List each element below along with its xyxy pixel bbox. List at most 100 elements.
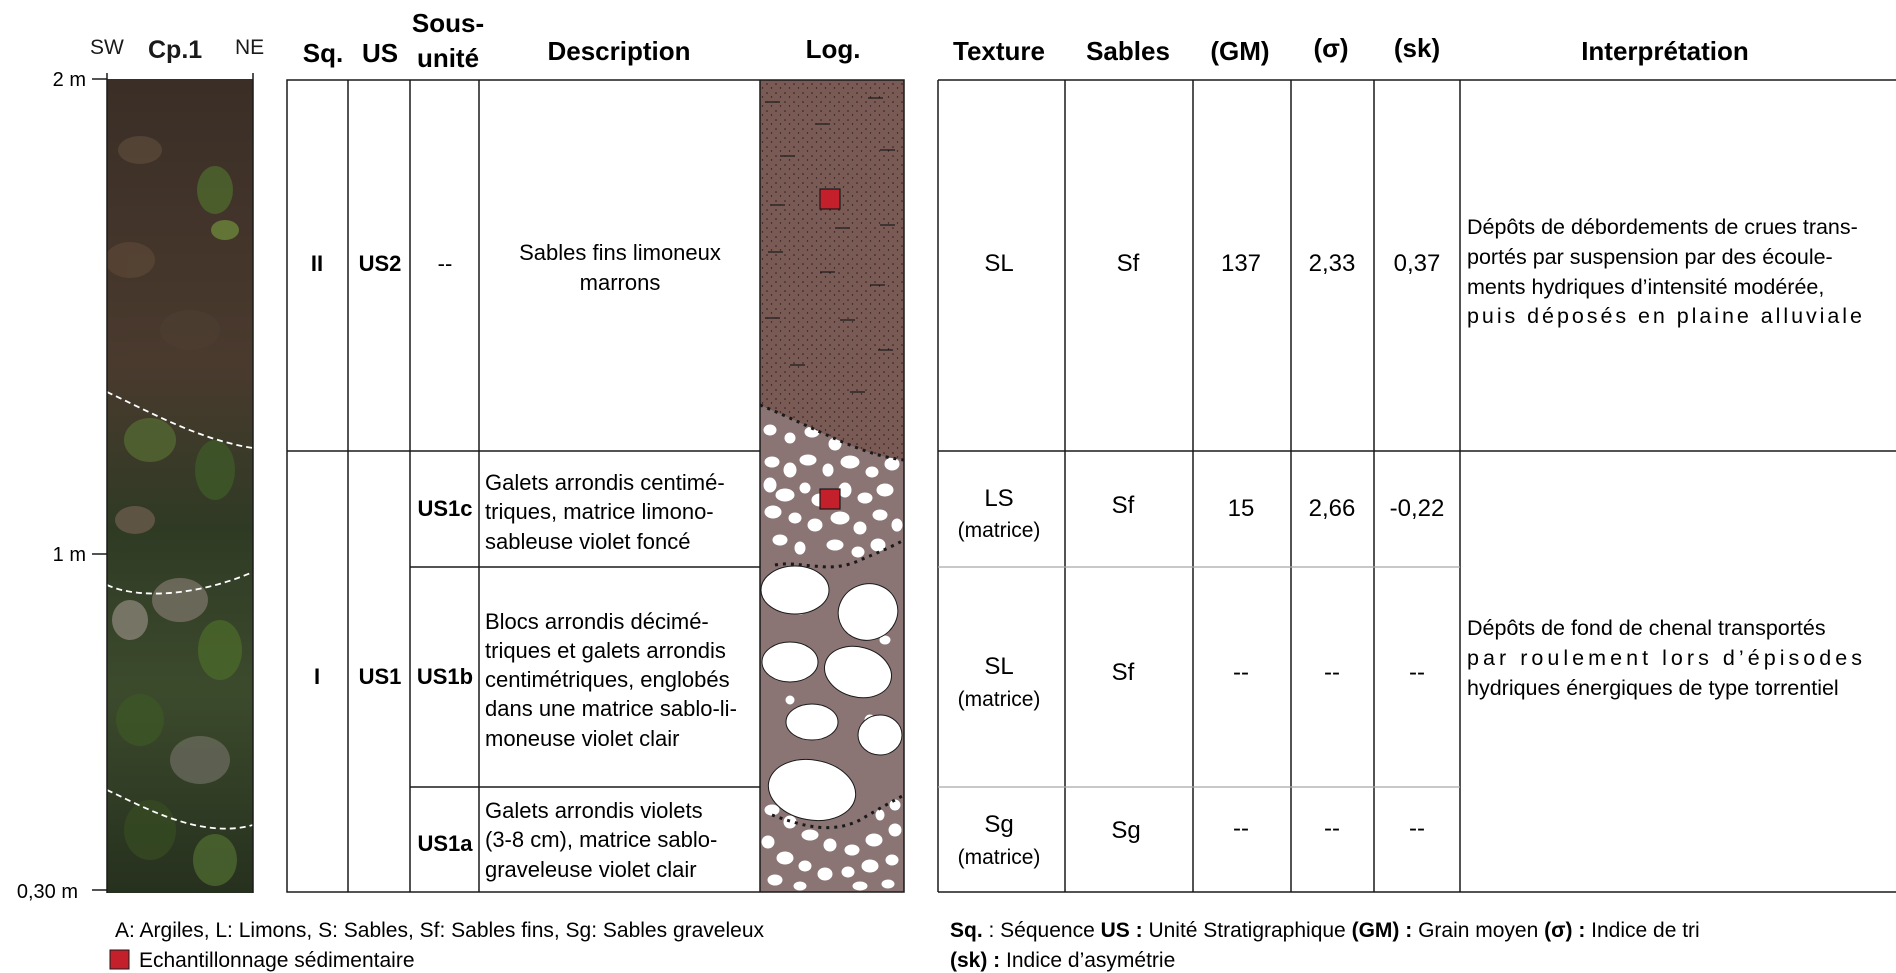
photo-column: SW Cp.1 NE [17, 36, 264, 903]
desc-us1a-line-1: Galets arrondis violets [485, 798, 703, 823]
field-photo [107, 79, 253, 893]
cell-sous-unite-upper: -- [438, 251, 453, 276]
row1-texture: SL [984, 250, 1013, 277]
row1-sables: Sf [1117, 250, 1140, 277]
legend-key-gm: (GM) : [1352, 919, 1413, 942]
row1-sk: 0,37 [1394, 250, 1441, 277]
header-gm: (GM) [1210, 36, 1269, 66]
row1-sigma: 2,33 [1309, 250, 1356, 277]
header-log: Log. [806, 34, 861, 64]
right-table: Texture Sables (GM) (σ) (sk) Interprétat… [937, 33, 1896, 893]
depth-label-030m: 0,30 m [17, 881, 78, 903]
desc-upper-line-1: Sables fins limoneux [519, 240, 721, 265]
row3-texture: SL [984, 653, 1013, 680]
legend-right: Sq. : Séquence US : Unité Stratigraphiqu… [950, 919, 1700, 972]
header-sous-unite-2: unité [417, 43, 479, 73]
depth-label-2m: 2 m [53, 69, 86, 91]
interp-upper-line-4: puis déposés en plaine alluviale [1467, 304, 1862, 328]
row2-texture: LS [984, 485, 1013, 512]
row4-sigma: -- [1324, 815, 1340, 842]
row1-gm: 137 [1221, 250, 1261, 277]
row2-gm: 15 [1228, 495, 1255, 522]
desc-us1a-line-3: graveleuse violet clair [485, 857, 697, 882]
sw-label: SW [90, 36, 124, 59]
row4-texture-note: (matrice) [958, 846, 1041, 869]
legend-texture-codes: A: Argiles, L: Limons, S: Sables, Sf: Sa… [115, 919, 765, 942]
right-table-subrow-lines [938, 566, 1460, 788]
header-us: US [362, 38, 398, 68]
legend-val-sigma: Indice de tri [1585, 919, 1699, 942]
interp-upper-line-3: ments hydriques d’intensité modérée, [1467, 275, 1824, 299]
legend-abbrev-line-2: (sk) : Indice d’asymétrie [950, 949, 1175, 972]
header-sq: Sq. [303, 38, 343, 68]
log-column [760, 80, 904, 892]
legend-val-sq: : Séquence [983, 919, 1095, 942]
desc-us1c-line-3: sableuse violet foncé [485, 529, 690, 554]
legend-left: A: Argiles, L: Limons, S: Sables, Sf: Sa… [109, 919, 765, 972]
row4-gm: -- [1233, 815, 1249, 842]
header-sables: Sables [1086, 36, 1170, 66]
desc-upper-line-2: marrons [580, 270, 661, 295]
header-sigma: (σ) [1313, 33, 1348, 63]
sample-marker-us1c [819, 488, 841, 510]
row3-sigma: -- [1324, 659, 1340, 686]
photo-title: Cp.1 [148, 36, 202, 64]
row3-sk: -- [1409, 659, 1425, 686]
log-cobbles [760, 565, 903, 822]
desc-us1a-line-2: (3-8 cm), matrice sablo- [485, 827, 717, 852]
header-sk: (sk) [1394, 33, 1440, 63]
row2-sk: -0,22 [1390, 495, 1445, 522]
cell-us1a: US1a [417, 831, 473, 856]
desc-us1b-line-2: triques et galets arrondis [485, 638, 726, 663]
interp-lower-line-1: Dépôts de fond de chenal transportés [1467, 616, 1826, 640]
legend-val-sk: Indice d’asymétrie [1000, 949, 1175, 972]
legend-abbrev-line-1: Sq. : Séquence US : Unité Stratigraphiqu… [950, 919, 1700, 942]
ne-label: NE [235, 36, 264, 59]
cell-us1b: US1b [417, 664, 473, 689]
interp-lower-line-2: par roulement lors d’épisodes [1467, 646, 1862, 670]
left-table: Sq. US Sous- unité Description Log. [286, 8, 905, 893]
log-silt-dashes [765, 97, 895, 393]
legend-key-sk: (sk) : [950, 949, 1000, 972]
header-texture: Texture [953, 36, 1045, 66]
interp-upper-line-1: Dépôts de débordements de crues trans- [1467, 215, 1858, 239]
cell-sq-upper: II [311, 251, 323, 276]
legend-val-us: Unité Stratigraphique [1143, 919, 1346, 942]
header-description: Description [547, 36, 690, 66]
row2-texture-note: (matrice) [958, 519, 1041, 542]
desc-us1c-line-2: triques, matrice limono- [485, 499, 714, 524]
desc-us1b-line-1: Blocs arrondis décimé- [485, 609, 709, 634]
cell-sq-lower: I [314, 664, 320, 689]
interp-lower-line-3: hydriques énergiques de type torrentiel [1467, 676, 1839, 700]
desc-us1b-line-3: centimétriques, englobés [485, 667, 730, 692]
row3-sables: Sf [1112, 659, 1135, 686]
legend-val-gm: Grain moyen [1412, 919, 1538, 942]
legend-key-us: US : [1101, 919, 1143, 942]
header-sous-unite-1: Sous- [412, 8, 484, 38]
sample-marker-us2 [819, 188, 841, 210]
row4-sk: -- [1409, 815, 1425, 842]
desc-us1b-line-5: moneuse violet clair [485, 726, 679, 751]
cell-us1c: US1c [417, 496, 472, 521]
cell-us-lower: US1 [359, 664, 402, 689]
legend-key-sq: Sq. [950, 919, 983, 942]
row3-gm: -- [1233, 659, 1249, 686]
legend-sample-swatch [109, 949, 130, 970]
row2-sigma: 2,66 [1309, 495, 1356, 522]
header-interpretation: Interprétation [1581, 36, 1749, 66]
row4-sables: Sg [1111, 817, 1140, 844]
row3-texture-note: (matrice) [958, 688, 1041, 711]
depth-label-1m: 1 m [53, 544, 86, 566]
cell-us-upper: US2 [359, 251, 402, 276]
right-table-grid [937, 79, 1896, 893]
row2-sables: Sf [1112, 492, 1135, 519]
desc-us1b-line-4: dans une matrice sablo-li- [485, 696, 737, 721]
boundary-us1b-us1a [771, 793, 904, 830]
row4-texture: Sg [984, 811, 1013, 838]
boundary-us1c-us1b [774, 538, 904, 569]
legend-key-sigma: (σ) : [1544, 919, 1585, 942]
interp-upper-line-2: portés par suspension par des écoule- [1467, 245, 1833, 269]
legend-sample-label: Echantillonnage sédimentaire [139, 949, 415, 972]
left-table-grid [286, 79, 905, 893]
